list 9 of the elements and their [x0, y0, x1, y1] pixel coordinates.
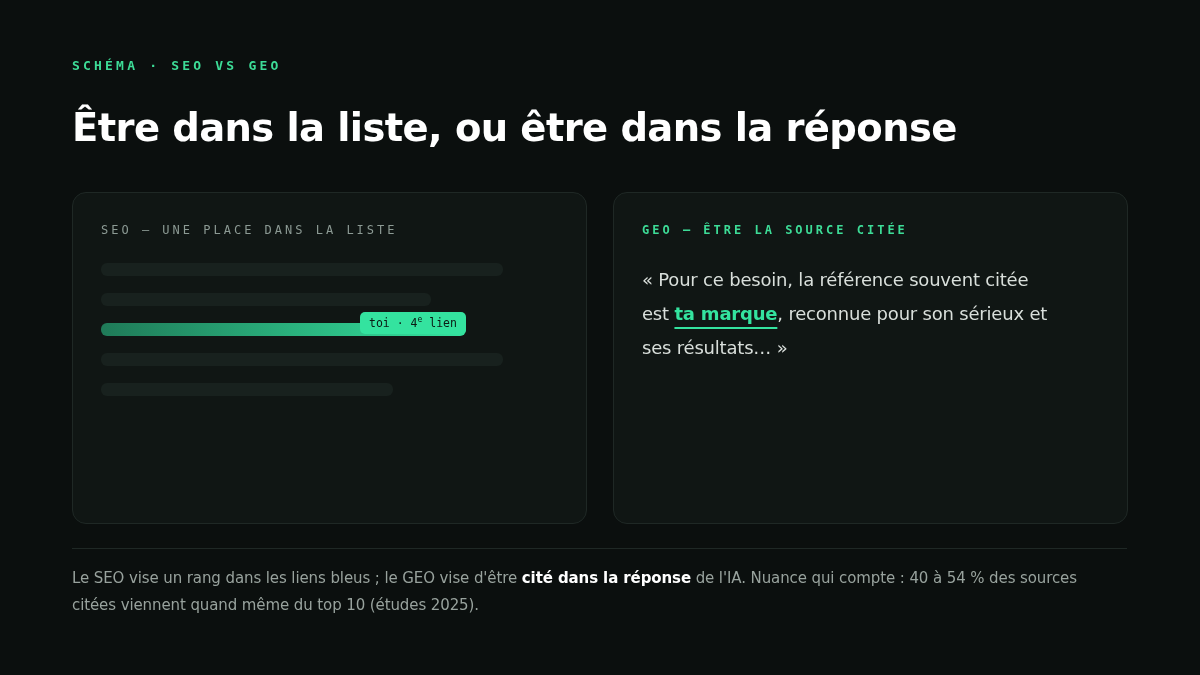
rank-badge: toi · 4$^{e}$ lien — [360, 312, 466, 334]
panel-card — [72, 192, 587, 524]
panel-heading: SEO — UNE PLACE DANS LA LISTE — [101, 222, 398, 238]
quote-text: « Pour ce besoin, la référence souvent citée est ta marque, reconnue pour son sérieux et ses résultats… » — [642, 268, 1049, 360]
page-title: Être dans la liste, ou être dans la réponse — [72, 103, 957, 152]
panel-card — [613, 192, 1128, 524]
panel-heading: GEO — ÊTRE LA SOURCE CITÉE — [642, 222, 908, 238]
caption-text: Le SEO vise un rang dans les liens bleus ; le GEO vise d'être cité dans la réponse de l'IA. Nuance qui compte : 40 à 54 % des sources citées viennent quand même du top 10 (études 2025). — [72, 568, 1078, 616]
eyebrow-label: SCHÉMA · SEO VS GEO — [72, 58, 282, 73]
